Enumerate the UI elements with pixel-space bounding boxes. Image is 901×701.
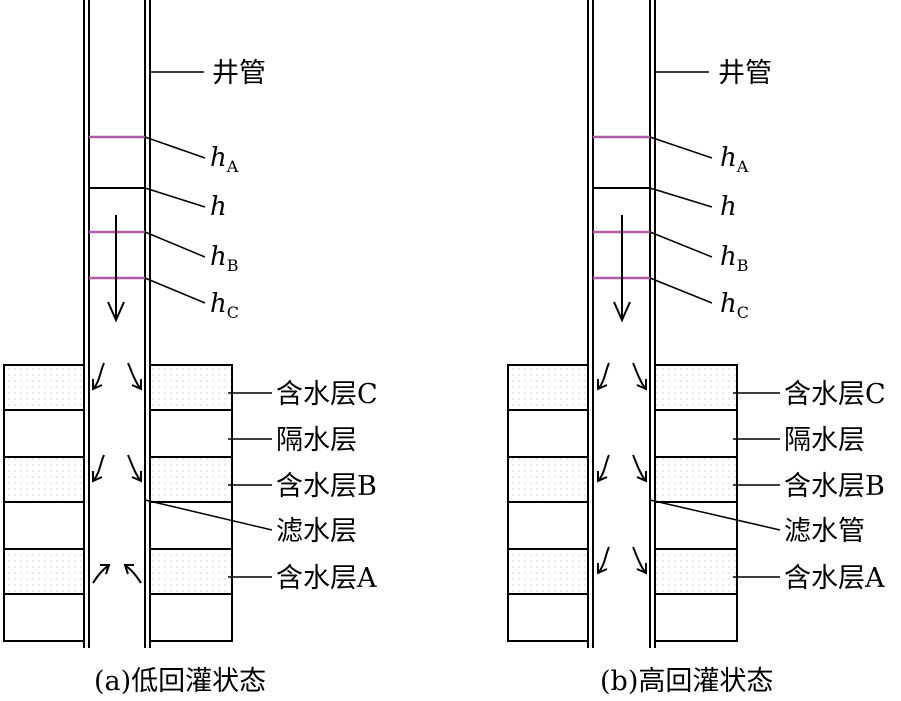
label-head-a: hA — [210, 143, 239, 176]
aquifer-a-fill-right — [150, 549, 232, 594]
label-well-pipe: 井管 — [718, 58, 772, 89]
label-aquifer-a: 含水层A — [784, 563, 885, 594]
downflow-arrow — [613, 215, 631, 323]
flow-arrow-b-right — [632, 454, 646, 481]
flow-arrow-a-right-in-head — [636, 563, 647, 575]
aquifer-c-fill-left — [4, 365, 84, 410]
aquifer-c-fill-right — [150, 365, 232, 410]
flow-arrow-b-left-head — [597, 471, 608, 483]
flow-arrow-b-right-head — [636, 471, 647, 483]
panel-low-recharge: 井管 hA h hB hC 含水层C 隔水层 含水层B 滤水层 含水层A (a)… — [3, 0, 378, 697]
flow-arrows — [92, 362, 142, 584]
flow-arrow-a-left-in — [598, 546, 610, 573]
label-aquifer-a: 含水层A — [276, 563, 377, 594]
label-aquifer-b: 含水层B — [276, 471, 377, 502]
leader-lines — [144, 71, 273, 578]
head-a-main: h — [720, 143, 737, 173]
flow-arrow-a-right-in — [632, 546, 646, 573]
flow-arrow-c-right — [127, 362, 141, 389]
aquifer-b-fill-left — [508, 457, 588, 502]
head-a-sub: A — [226, 157, 239, 176]
flow-arrow-a-left-in-head — [597, 563, 608, 575]
strata-outline — [3, 364, 233, 642]
caption-a: (a)低回灌状态 — [94, 666, 266, 697]
flow-arrow-c-left-head — [597, 379, 608, 391]
flow-arrow-a-right-out-head — [123, 564, 134, 575]
aquifer-b-fill-right — [150, 457, 232, 502]
label-head-c: hC — [720, 289, 749, 322]
flow-arrow-a-right-out — [125, 565, 142, 584]
label-screen: 滤水层 — [276, 516, 357, 547]
leader-lines — [649, 71, 781, 578]
flow-arrow-c-left-head — [92, 379, 103, 391]
flow-arrow-b-left — [93, 454, 105, 481]
flow-arrow-a-left-out-head — [100, 564, 111, 575]
head-c-main: h — [210, 289, 227, 319]
aquifer-b-fill-right — [655, 457, 737, 502]
aquifer-b-fill-left — [4, 457, 84, 502]
aquifer-a-fill-left — [4, 549, 84, 594]
flow-arrow-b-left — [598, 454, 610, 481]
flow-arrow-c-right-head — [131, 379, 142, 391]
label-head-a: hA — [720, 143, 749, 176]
flow-arrow-c-left — [93, 362, 105, 389]
head-c-main: h — [720, 289, 737, 319]
label-aquitard: 隔水层 — [276, 425, 357, 456]
label-head: h — [210, 192, 227, 222]
label-head-c: hC — [210, 289, 239, 322]
well-pipe — [83, 0, 151, 648]
well-pipe — [587, 0, 656, 648]
label-head-b: hB — [210, 242, 239, 275]
label-aquifer-c: 含水层C — [784, 379, 886, 410]
head-b-main: h — [210, 242, 227, 272]
downflow-arrow — [107, 215, 125, 323]
head-b-sub: B — [737, 256, 749, 275]
head-b-main: h — [720, 242, 737, 272]
flow-arrow-b-right-head — [131, 471, 142, 483]
label-screen: 滤水管 — [784, 516, 865, 547]
flow-arrow-b-right — [127, 454, 141, 481]
aquifer-a-fill-left — [508, 549, 588, 594]
flow-arrow-c-left — [598, 362, 610, 389]
label-aquifer-b: 含水层B — [784, 471, 885, 502]
label-aquifer-c: 含水层C — [276, 379, 378, 410]
label-aquitard: 隔水层 — [784, 425, 865, 456]
head-c-sub: C — [737, 303, 749, 322]
flow-arrows — [597, 362, 647, 575]
head-a-main: h — [210, 143, 227, 173]
flow-arrow-c-right-head — [636, 379, 647, 391]
label-head-b: hB — [720, 242, 749, 275]
flow-arrow-c-right — [632, 362, 646, 389]
flow-arrow-a-left-out — [92, 565, 109, 584]
flow-arrow-b-left-head — [92, 471, 103, 483]
caption-b: (b)高回灌状态 — [600, 666, 773, 697]
head-b-sub: B — [227, 256, 239, 275]
aquifer-c-fill-left — [508, 365, 588, 410]
head-c-sub: C — [227, 303, 239, 322]
aquifer-c-fill-right — [655, 365, 737, 410]
head-a-sub: A — [736, 157, 749, 176]
panel-high-recharge: 井管 hA h hB hC 含水层C 隔水层 含水层B 滤水管 含水层A (b)… — [507, 0, 886, 697]
label-head: h — [720, 192, 737, 222]
label-well-pipe: 井管 — [212, 58, 266, 89]
aquifer-a-fill-right — [655, 549, 737, 594]
